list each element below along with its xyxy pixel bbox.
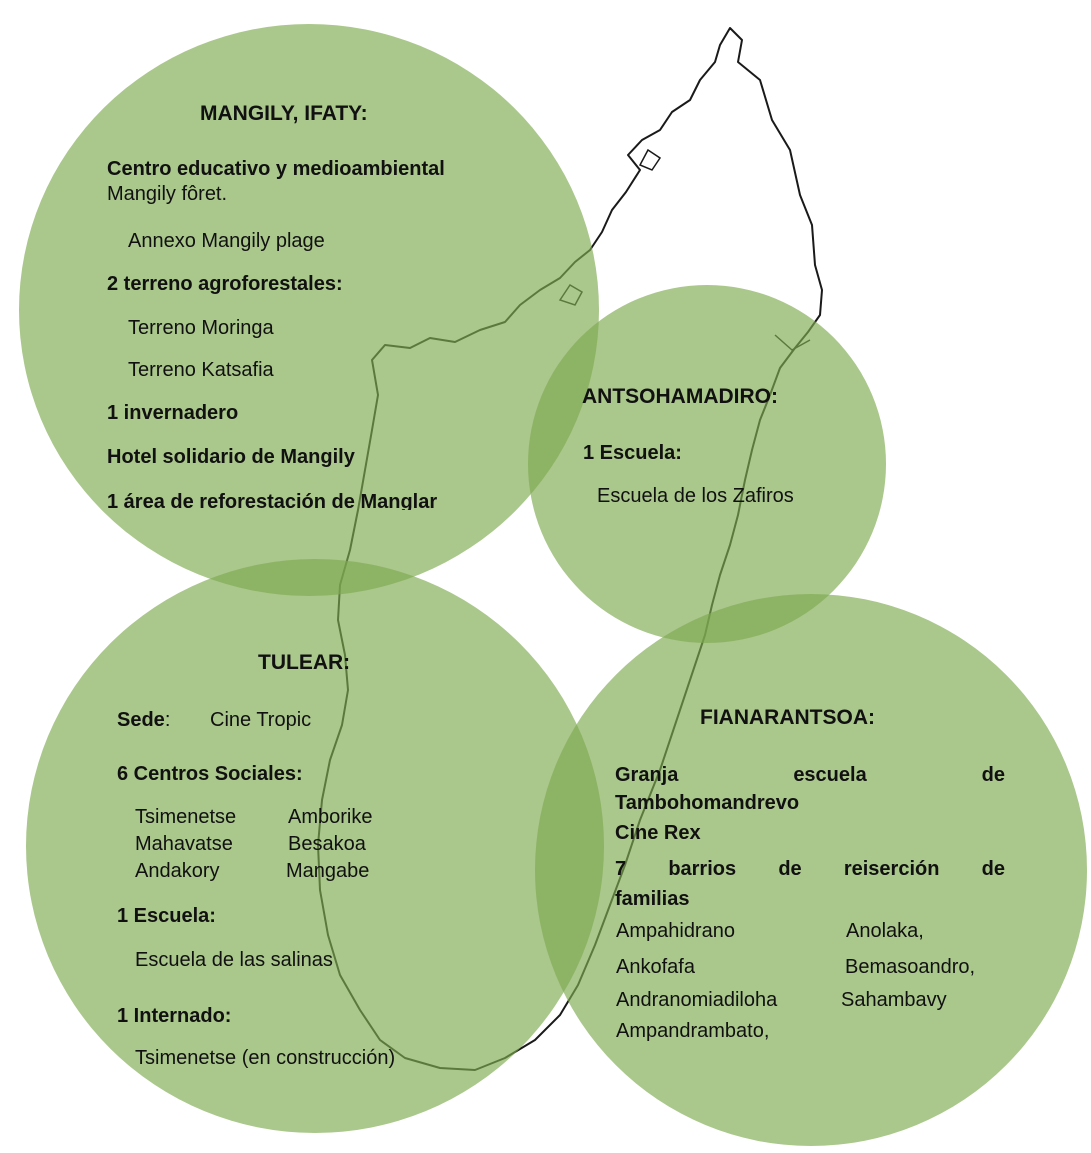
tulear-region-circle bbox=[26, 559, 604, 1133]
mangily-annexo: Annexo Mangily plage bbox=[128, 230, 325, 252]
fianarantsoa-barrios-line: 7 barrios de reiserción de bbox=[615, 855, 1005, 883]
tulear-sede: Sede: bbox=[117, 709, 170, 732]
mangily-region-circle bbox=[19, 24, 599, 596]
mangily-hotel: Hotel solidario de Mangily bbox=[107, 446, 355, 468]
tulear-centro-2: Mahavatse bbox=[135, 833, 233, 855]
fianarantsoa-title: FIANARANTSOA: bbox=[700, 706, 875, 729]
barrio-ampahidrano: Ampahidrano bbox=[616, 920, 735, 942]
tulear-centros-heading: 6 Centros Sociales: bbox=[117, 763, 303, 785]
barrio-ankofafa: Ankofafa bbox=[616, 956, 695, 978]
barrio-anolaka: Anolaka, bbox=[846, 920, 924, 942]
mangily-centro-sub: Mangily fôret. bbox=[107, 183, 228, 205]
antsohamadiro-escuela-heading: 1 Escuela: bbox=[583, 442, 682, 464]
mangily-terrenos-heading: 2 terreno agroforestales: bbox=[107, 273, 343, 295]
barrio-sahambavy: Sahambavy bbox=[841, 989, 947, 1011]
tulear-centro-4: Amborike bbox=[288, 806, 373, 828]
barrios-word-4: reiserción bbox=[843, 858, 940, 880]
granja-word-3: de bbox=[981, 764, 1005, 786]
fianarantsoa-cine: Cine Rex bbox=[615, 822, 701, 844]
antsohamadiro-title: ANTSOHAMADIRO: bbox=[582, 385, 778, 408]
mangily-title: MANGILY, IFATY: bbox=[200, 102, 368, 125]
barrios-word-1: 7 bbox=[615, 858, 627, 880]
fianarantsoa-region-circle bbox=[535, 594, 1087, 1146]
fianarantsoa-granja-line2: Tambohomandrevo bbox=[615, 792, 800, 814]
antsohamadiro-escuela: Escuela de los Zafiros bbox=[597, 485, 794, 507]
mangily-terreno-moringa: Terreno Moringa bbox=[128, 317, 274, 339]
mangily-terreno-katsafia: Terreno Katsafia bbox=[128, 359, 274, 381]
tulear-title: TULEAR: bbox=[258, 651, 351, 674]
tulear-centro-3: Andakory bbox=[135, 860, 220, 882]
barrio-andranomiadiloha: Andranomiadiloha bbox=[616, 989, 778, 1011]
tulear-escuela: Escuela de las salinas bbox=[135, 949, 333, 971]
tulear-sede-value: Cine Tropic bbox=[210, 709, 312, 731]
barrios-word-5: de bbox=[981, 858, 1005, 880]
barrios-word-2: barrios bbox=[668, 858, 737, 880]
antsohamadiro-region-circle bbox=[528, 285, 886, 643]
tulear-sede-colon: : bbox=[164, 709, 171, 731]
mangily-reforestacion: 1 área de reforestación de Manglar bbox=[107, 491, 438, 510]
fianarantsoa-granja-line: Granja escuela de bbox=[615, 761, 1005, 789]
granja-word-1: Granja bbox=[615, 764, 679, 786]
tulear-internado: Tsimenetse (en construcción) bbox=[135, 1047, 396, 1069]
barrio-ampandrambato: Ampandrambato, bbox=[616, 1020, 770, 1042]
tulear-centro-1: Tsimenetse bbox=[135, 806, 237, 828]
tulear-internado-heading: 1 Internado: bbox=[117, 1005, 232, 1027]
mangily-invernadero: 1 invernadero bbox=[107, 402, 239, 424]
tulear-escuela-heading: 1 Escuela: bbox=[117, 905, 216, 927]
barrios-word-3: de bbox=[778, 858, 802, 880]
fianarantsoa-barrios-line2: familias bbox=[615, 888, 690, 910]
tulear-centro-5: Besakoa bbox=[288, 833, 366, 855]
barrio-bemasoandro: Bemasoandro, bbox=[845, 956, 976, 978]
granja-word-2: escuela bbox=[793, 764, 867, 786]
tulear-centro-6: Mangabe bbox=[286, 860, 370, 882]
tulear-sede-label: Sede bbox=[117, 709, 165, 731]
mangily-centro-heading: Centro educativo y medioambiental bbox=[107, 158, 445, 180]
